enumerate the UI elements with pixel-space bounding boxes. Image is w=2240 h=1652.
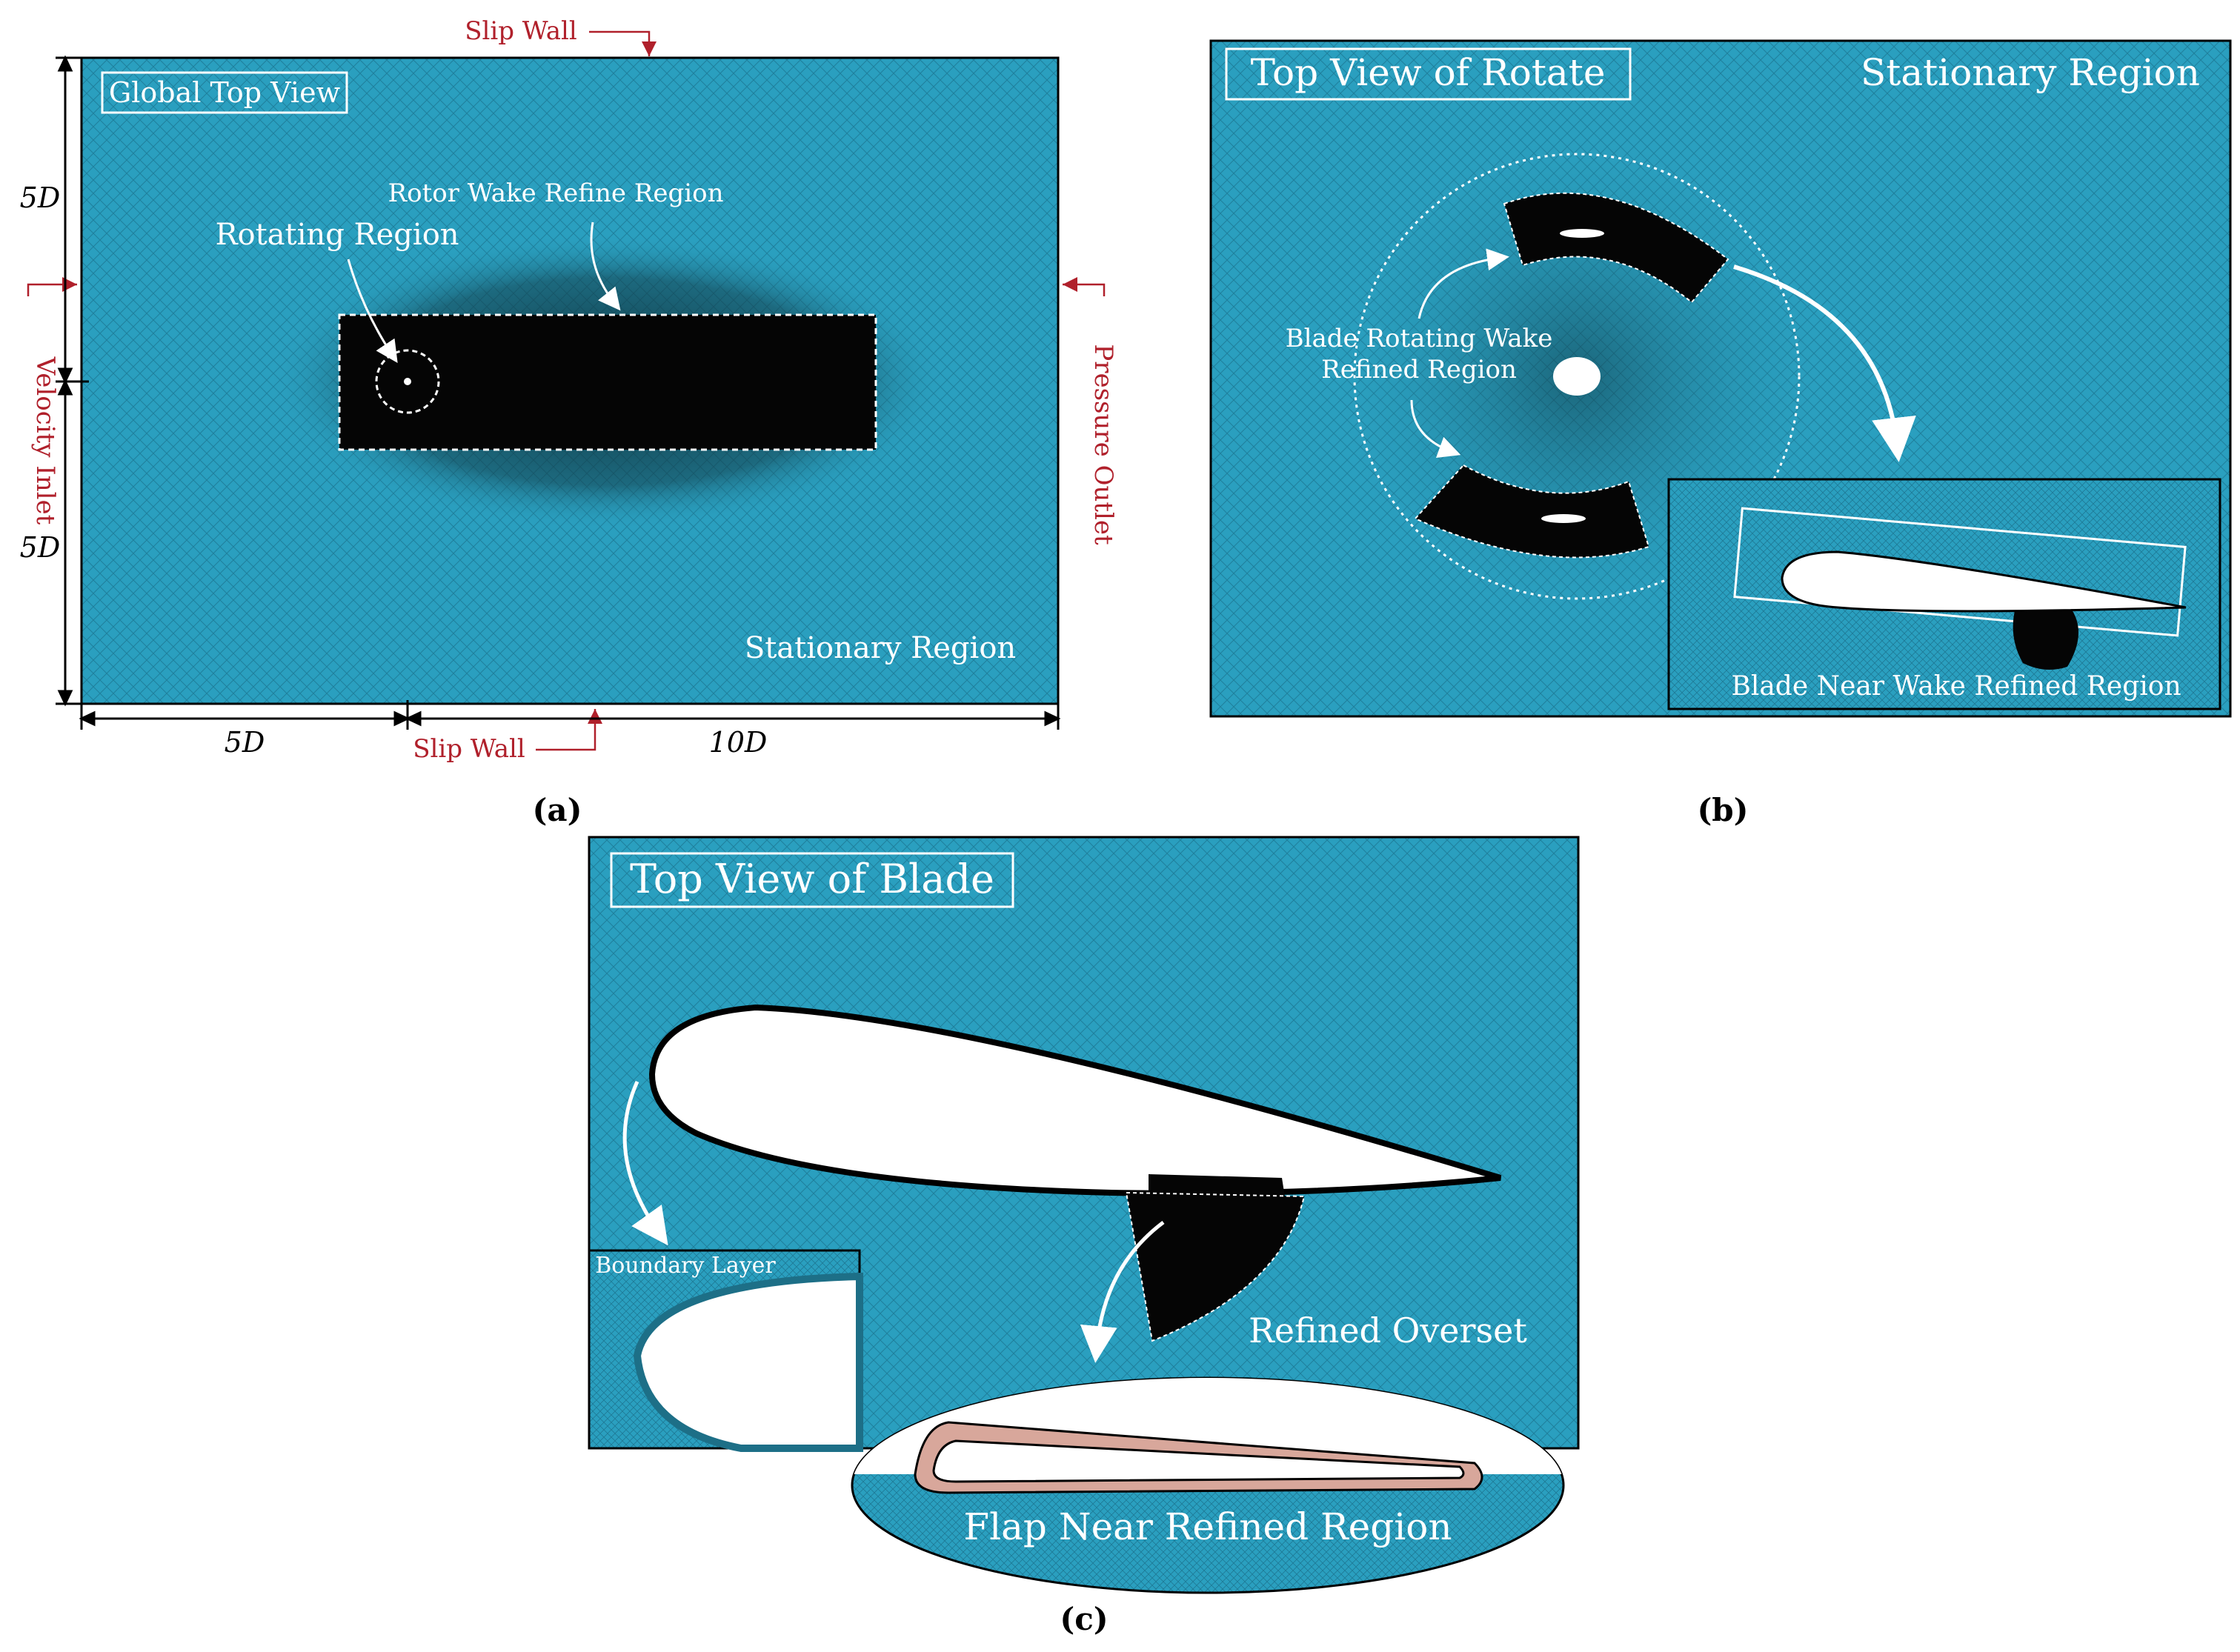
rotating-domain-circle [1353,153,1801,600]
blade-wake-arrow-down [1410,399,1461,458]
dim-lower-label: 5D [20,531,61,564]
main-airfoil [648,1004,1502,1196]
bottom-dimension [79,700,1061,730]
flap-body [932,1439,1465,1483]
panel-c-title-box [610,852,1014,908]
upper-blade [1560,229,1604,238]
boundary-layer-edge [633,1272,863,1452]
panel-b-title: Top View of Rotate [1251,51,1606,94]
blade-wake-arrow-up [1418,248,1509,319]
velocity-inlet-arrow [27,277,77,296]
hub-hole [1553,357,1601,396]
slip-wall-top-arrow [589,30,657,56]
upper-wake-sector [1503,192,1729,304]
inset-airfoil [1781,550,2187,613]
blade-wake-label-line1: Blade Rotating Wake [1286,324,1553,353]
blade-wake-label-line2: Refined Region [1321,355,1517,384]
panel-b-stationary-label: Stationary Region [1861,51,2200,94]
panel-a-title-box [101,71,348,114]
refined-overset-region [1125,1191,1306,1342]
boundary-layer-inset: Boundary Layer [588,1249,863,1452]
dim-upper-label: 5D [20,181,61,214]
boundary-layer-label: Boundary Layer [595,1253,776,1279]
left-dimension [56,55,89,707]
panel-a-stationary-label: Stationary Region [745,631,1016,665]
boundary-layer-arrow [622,1080,668,1246]
flap-arrow [1080,1221,1165,1363]
panel-a-title: Global Top View [109,76,341,109]
panel-a: Global Top View Rotor Wake Refine Region… [20,16,1118,828]
slip-wall-top-label: Slip Wall [465,16,577,46]
lower-blade [1541,514,1586,523]
slip-wall-bottom-arrow [536,709,602,751]
near-wake-label: Blade Near Wake Refined Region [1731,671,2181,702]
panel-b-title-box [1225,47,1632,101]
panel-b-caption: (b) [1697,792,1748,828]
rotor-wake-label: Rotor Wake Refine Region [388,179,723,208]
velocity-inlet-label: Velocity Inlet [30,356,60,525]
flap-label: Flap Near Refined Region [963,1505,1452,1548]
zoom-arrow [1733,264,1916,462]
panel-c-title: Top View of Blade [630,856,994,902]
dim-bottom-right-label: 10D [709,726,768,759]
panel-c-caption: (c) [1060,1601,1108,1637]
lower-wake-sector [1414,464,1650,559]
rotor-hub [404,378,411,385]
refined-overset-label: Refined Overset [1249,1310,1527,1350]
dim-bottom-left-label: 5D [225,726,265,759]
near-wake-blob [2013,604,2078,670]
near-wake-inset: Blade Near Wake Refined Region [1667,478,2221,710]
rotating-region-label: Rotating Region [215,218,459,252]
rotor-wake-refine-region [338,313,877,451]
pressure-outlet-arrow [1063,277,1106,296]
rotating-region-circle [375,349,440,414]
flap-inset: Flap Near Refined Region [851,1376,1565,1594]
near-wake-box [1733,507,2187,637]
pressure-outlet-label: Pressure Outlet [1089,344,1118,545]
panel-a-caption: (a) [533,792,582,828]
rotor-wake-arrow [590,222,621,311]
rotating-region-arrow [347,259,398,363]
slip-wall-bottom-label: Slip Wall [413,734,525,764]
panel-b: Top View of Rotate Stationary Region Bla… [1209,39,2232,828]
panel-c: Top View of Blade Refined Overset Bounda… [588,836,1580,1637]
